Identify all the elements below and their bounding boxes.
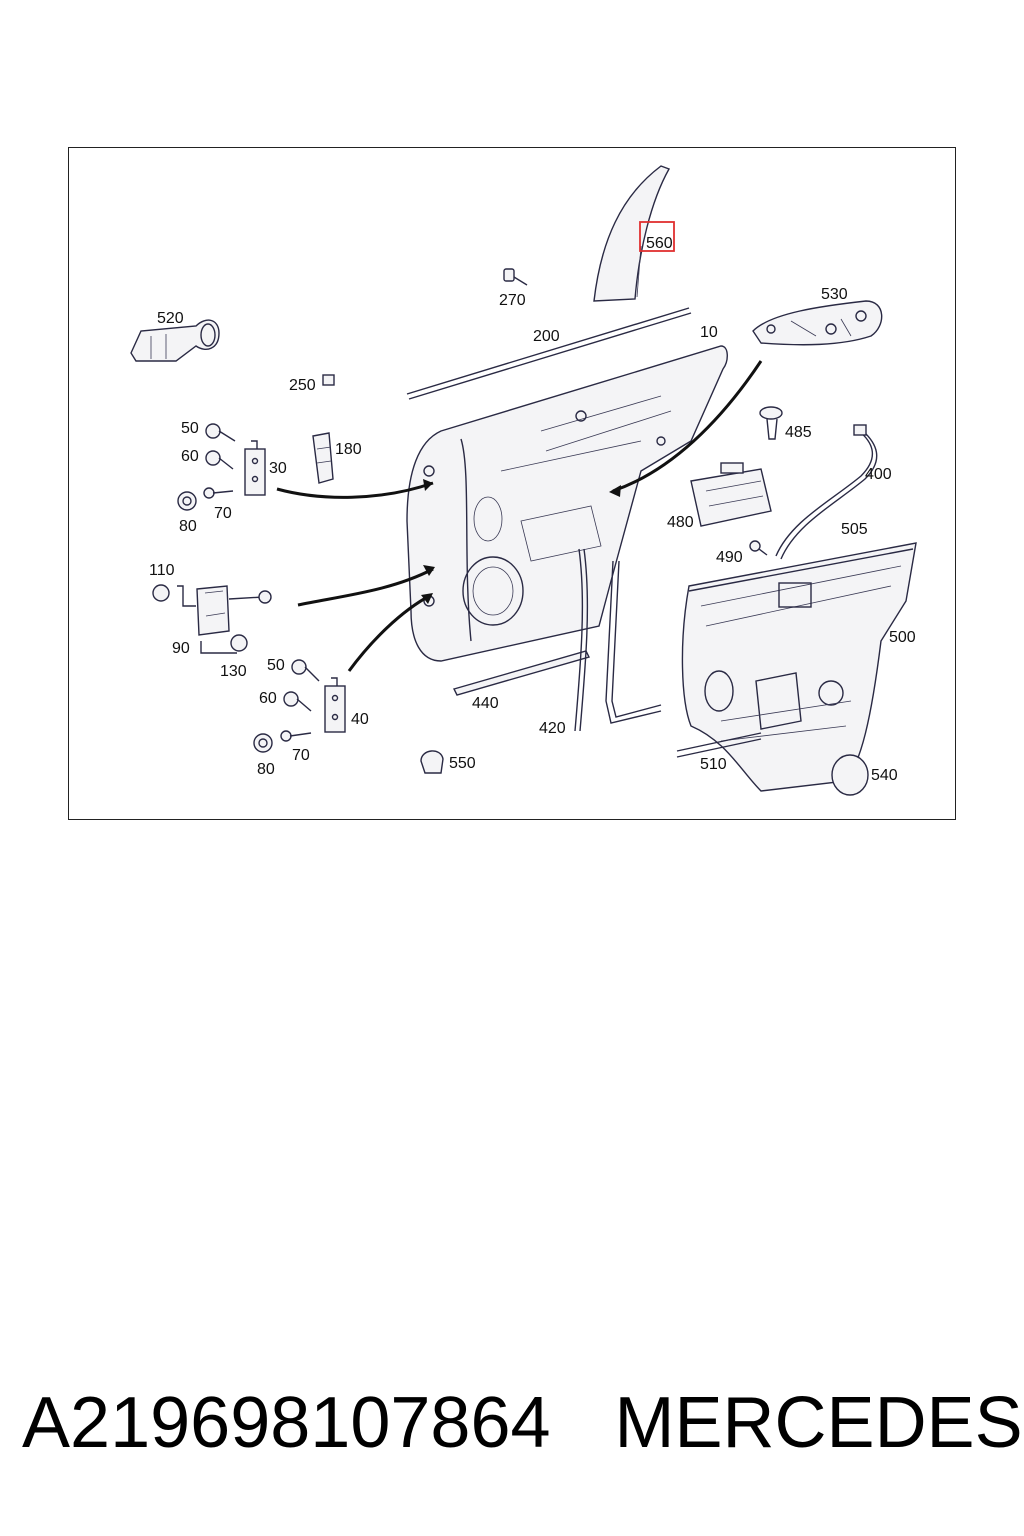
callout-530: 530	[821, 286, 848, 303]
part-560-trim	[593, 165, 671, 302]
callout-labels: 560 270 520 530 200 10 250 485 50 180 60…	[149, 235, 916, 784]
part-90-check-strap	[152, 584, 272, 654]
callout-420: 420	[539, 720, 566, 737]
callout-550: 550	[449, 755, 476, 772]
callout-505: 505	[841, 521, 868, 538]
callout-130: 130	[220, 663, 247, 680]
callout-520: 520	[157, 310, 184, 327]
callout-440: 440	[472, 695, 499, 712]
callout-50-lower: 50	[267, 657, 285, 674]
callout-10: 10	[700, 324, 718, 341]
part-420-seal	[574, 548, 589, 732]
callout-510: 510	[700, 756, 727, 773]
part-270-clip	[503, 268, 528, 286]
callout-540: 540	[871, 767, 898, 784]
callout-80-lower: 80	[257, 761, 275, 778]
part-30-hinge	[244, 440, 266, 496]
part-540-plug	[831, 754, 869, 796]
callout-50-upper: 50	[181, 420, 199, 437]
part-10-door-shell	[406, 345, 728, 662]
part-40-hinge	[324, 677, 346, 733]
part-550-clamp	[420, 750, 444, 774]
callout-40: 40	[351, 711, 369, 728]
callout-485: 485	[785, 424, 812, 441]
part-480-lock	[690, 462, 772, 527]
part-440-strip	[452, 650, 591, 696]
exploded-parts-diagram: 560 270 520 530 200 10 250 485 50 180 60…	[130, 165, 917, 796]
callout-490: 490	[716, 549, 743, 566]
callout-60-lower: 60	[259, 690, 277, 707]
callout-480: 480	[667, 514, 694, 531]
part-520-bracket	[130, 319, 220, 362]
brand-name: MERCEDES	[614, 1383, 1023, 1463]
callout-70-lower: 70	[292, 747, 310, 764]
callout-110: 110	[149, 562, 175, 579]
callout-70-upper: 70	[214, 505, 232, 522]
part-180-bracket	[312, 432, 334, 484]
callout-400: 400	[865, 466, 892, 483]
fasteners-upper	[177, 423, 236, 511]
part-510-rail	[605, 560, 762, 758]
callout-60-upper: 60	[181, 448, 199, 465]
callout-30: 30	[269, 460, 287, 477]
callout-180: 180	[335, 441, 362, 458]
callout-200: 200	[533, 328, 560, 345]
callout-80-upper: 80	[179, 518, 197, 535]
part-400-cable	[775, 424, 878, 560]
part-200-seal	[406, 307, 692, 400]
part-500-trim-panel	[681, 542, 917, 792]
part-530-bracket	[752, 300, 883, 346]
part-485-clip	[759, 406, 783, 440]
callout-90: 90	[172, 640, 190, 657]
part-number: A219698107864	[22, 1383, 551, 1463]
callout-560: 560	[646, 235, 673, 252]
callout-500: 500	[889, 629, 916, 646]
part-250-clip	[322, 374, 335, 386]
fasteners-lower	[253, 659, 320, 753]
callout-270: 270	[499, 292, 526, 309]
diagram-frame: 560 270 520 530 200 10 250 485 50 180 60…	[68, 147, 956, 820]
callout-250: 250	[289, 377, 316, 394]
assembly-arrows	[276, 360, 763, 672]
part-490-clip	[749, 540, 768, 556]
callout-560-highlight	[639, 221, 675, 252]
caption: A219698107864 MERCEDES	[22, 1378, 1023, 1468]
